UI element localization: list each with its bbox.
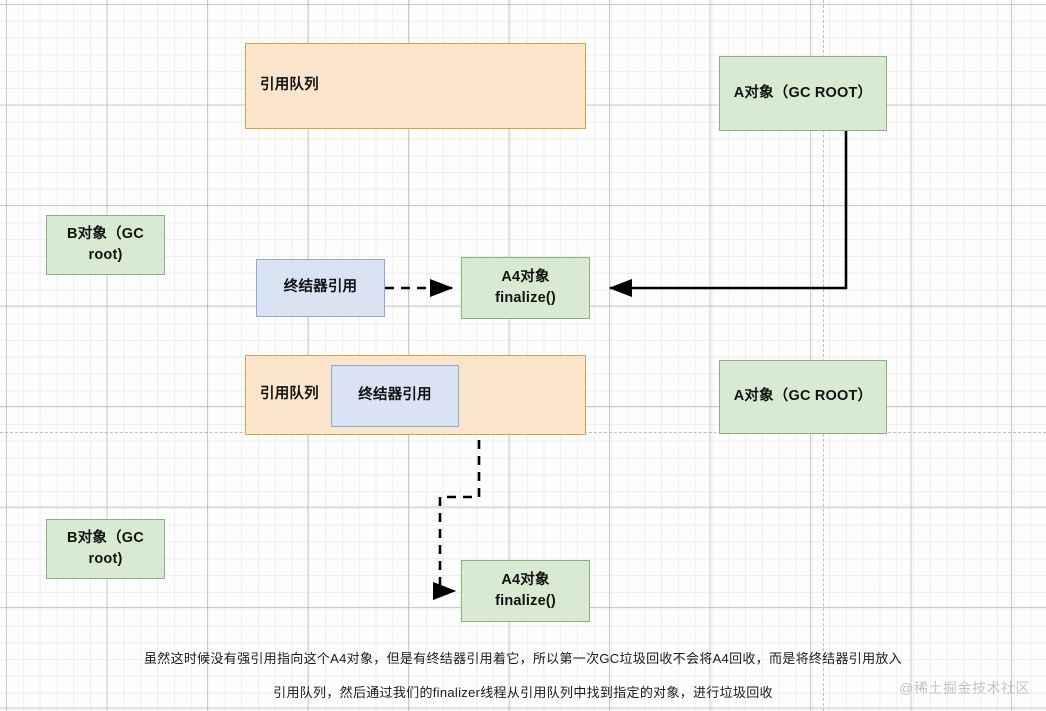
node-finalizer-ref-top[interactable]: 终结器引用 [256,259,385,317]
node-b-object-bottom[interactable]: B对象（GC root) [46,519,165,579]
node-b-object-bottom-label: B对象（GC root) [67,529,144,567]
node-ref-queue-top[interactable]: 引用队列 [245,43,586,129]
node-finalizer-ref-bottom-label: 终结器引用 [358,387,432,404]
node-a-object-top-label: A对象（GC ROOT） [733,84,873,101]
node-finalizer-ref-bottom[interactable]: 终结器引用 [331,365,459,427]
node-a4-object-top-label: A4对象 finalize() [495,268,556,306]
node-a-object-bottom[interactable]: A对象（GC ROOT） [719,360,887,434]
caption-line-2: 引用队列，然后通过我们的finalizer线程从引用队列中找到指定的对象，进行垃… [273,685,773,700]
node-a-object-top[interactable]: A对象（GC ROOT） [719,56,887,131]
node-a4-object-bottom-label: A4对象 finalize() [495,571,556,609]
page-guide-vertical [823,0,824,711]
edge-a-to-a4-top [608,131,848,298]
node-b-object-top-label: B对象（GC root) [67,225,144,263]
watermark: @稀土掘金技术社区 [899,680,1030,696]
node-a4-object-top[interactable]: A4对象 finalize() [461,257,590,319]
node-b-object-top[interactable]: B对象（GC root) [46,215,165,275]
node-a4-object-bottom[interactable]: A4对象 finalize() [461,560,590,622]
node-a-object-bottom-label: A对象（GC ROOT） [733,388,873,405]
node-ref-queue-top-label: 引用队列 [260,77,319,94]
node-ref-queue-bottom-label: 引用队列 [260,386,319,403]
node-finalizer-ref-top-label: 终结器引用 [283,279,358,296]
caption-line-1: 虽然这时候没有强引用指向这个A4对象，但是有终结器引用着它，所以第一次GC垃圾回… [143,651,902,666]
